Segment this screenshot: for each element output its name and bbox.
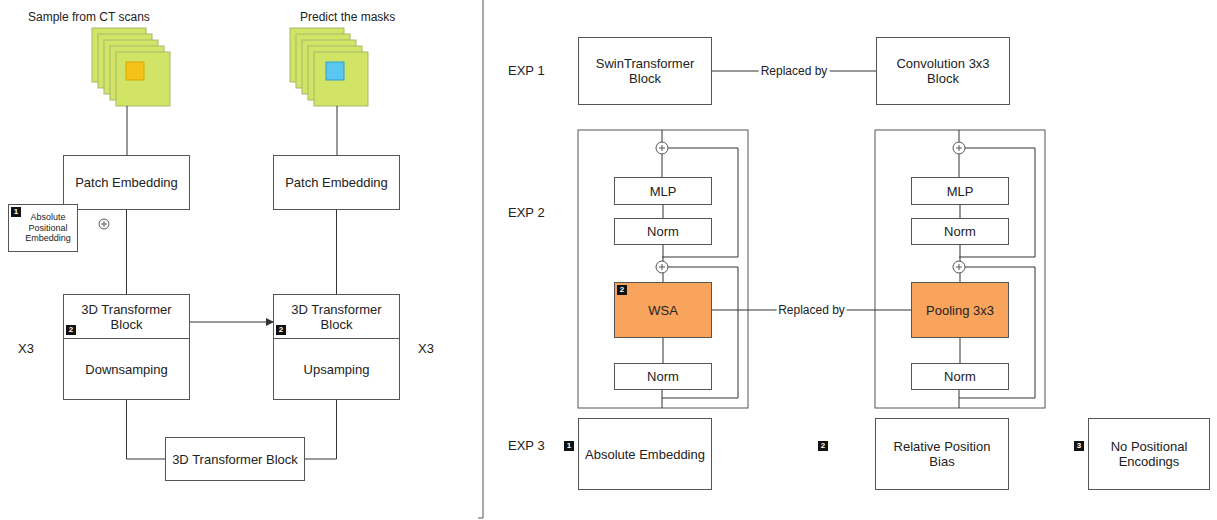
layer-box: Norm bbox=[614, 363, 712, 390]
callout-number: 2 bbox=[276, 325, 286, 335]
transformer-stage: 3D Transformer BlockUpsamping bbox=[273, 294, 400, 400]
text-label: EXP 2 bbox=[508, 205, 545, 220]
text-label: X3 bbox=[18, 341, 34, 356]
box-title: MLP bbox=[650, 184, 677, 199]
text-label: Sample from CT scans bbox=[28, 10, 150, 24]
callout-number: 2 bbox=[617, 285, 627, 295]
box-title: Pooling 3x3 bbox=[926, 303, 994, 318]
callout-number: 1 bbox=[11, 207, 21, 217]
layer-box: Norm bbox=[614, 218, 712, 245]
box-title: Norm bbox=[944, 224, 976, 239]
box-title: Relative Position Bias bbox=[880, 439, 1004, 469]
process-box: Patch Embedding bbox=[273, 155, 400, 210]
box-title: Convolution 3x3 Block bbox=[881, 56, 1005, 86]
block-outline bbox=[578, 130, 748, 408]
callout-number: 2 bbox=[66, 325, 76, 335]
box-title: WSA bbox=[648, 303, 678, 318]
text-label: EXP 3 bbox=[508, 438, 545, 453]
text-label: EXP 1 bbox=[508, 63, 545, 78]
layer-box: Norm bbox=[911, 218, 1009, 245]
connector bbox=[960, 338, 961, 363]
connector bbox=[663, 205, 664, 218]
attention-box: WSA bbox=[614, 282, 712, 338]
box-title: Absolute Positional Embedding bbox=[23, 212, 73, 243]
box-subtitle: Upsamping bbox=[274, 339, 399, 399]
box-title: Norm bbox=[647, 369, 679, 384]
connector bbox=[960, 205, 961, 218]
connector bbox=[663, 338, 664, 363]
layer-box: MLP bbox=[614, 177, 712, 205]
transformer-stage: 3D Transformer BlockDownsamping bbox=[63, 294, 190, 400]
output-line bbox=[337, 106, 338, 155]
box-title: Norm bbox=[944, 369, 976, 384]
layer-box: MLP bbox=[911, 177, 1009, 205]
box-title: MLP bbox=[947, 184, 974, 199]
box-title: 3D Transformer Block bbox=[274, 295, 399, 339]
option-box: Absolute Embedding bbox=[578, 418, 712, 490]
box-title: No Positional Encodings bbox=[1093, 439, 1205, 469]
callout-number: 1 bbox=[564, 441, 574, 451]
process-box: Patch Embedding bbox=[63, 155, 190, 210]
callout-number: 2 bbox=[818, 441, 828, 451]
box-title: Absolute Embedding bbox=[585, 447, 705, 462]
box-title: SwinTransformer Block bbox=[583, 56, 707, 86]
box-title: 3D Transformer Block bbox=[64, 295, 189, 339]
option-box: No Positional Encodings bbox=[1088, 418, 1210, 490]
text-label: X3 bbox=[418, 341, 434, 356]
connector bbox=[127, 400, 166, 459]
process-box: 3D Transformer Block bbox=[165, 437, 305, 481]
option-box: Relative Position Bias bbox=[875, 418, 1009, 490]
edge-label: Replaced by bbox=[776, 303, 847, 317]
block-outline bbox=[875, 130, 1045, 408]
box-title: 3D Transformer Block bbox=[172, 452, 298, 467]
layer-box: Norm bbox=[911, 363, 1009, 390]
add-symbol bbox=[99, 142, 965, 273]
process-box: SwinTransformer Block bbox=[578, 37, 712, 105]
connector bbox=[305, 400, 337, 459]
pooling-box: Pooling 3x3 bbox=[911, 282, 1009, 338]
connector bbox=[126, 210, 127, 294]
ct-stack-output bbox=[290, 28, 368, 106]
separator-cap bbox=[478, 518, 483, 519]
box-title: Patch Embedding bbox=[75, 175, 178, 190]
edge-label: Replaced by bbox=[759, 64, 830, 78]
box-title: Norm bbox=[647, 224, 679, 239]
box-title: Patch Embedding bbox=[285, 175, 388, 190]
connector bbox=[190, 322, 273, 323]
connector bbox=[336, 210, 337, 294]
ct-stack-input bbox=[92, 28, 170, 106]
text-label: Predict the masks bbox=[300, 10, 395, 24]
input-line bbox=[127, 106, 128, 155]
box-subtitle: Downsamping bbox=[64, 339, 189, 399]
callout-number: 3 bbox=[1074, 441, 1084, 451]
separator-line bbox=[483, 0, 484, 518]
process-box: Convolution 3x3 Block bbox=[876, 37, 1010, 105]
